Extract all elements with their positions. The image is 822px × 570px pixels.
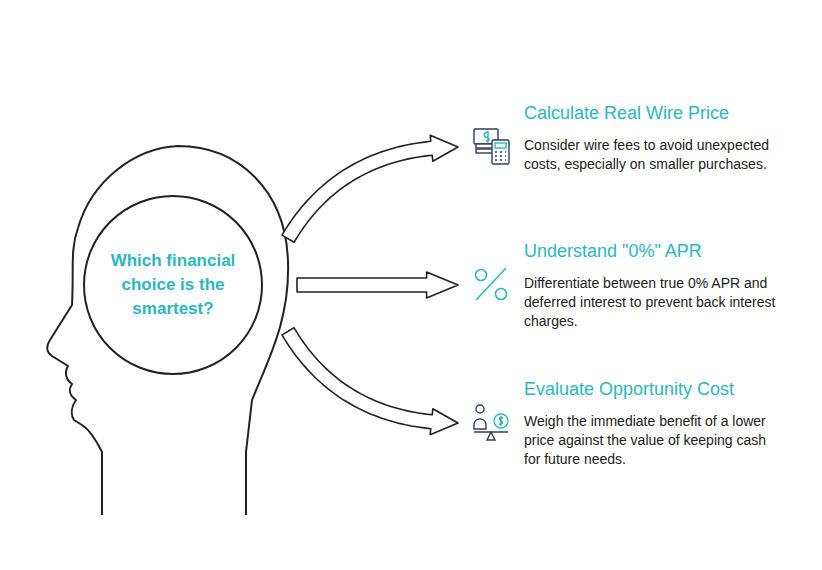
option-item: Understand "0%" APR Differentiate between… [458,240,808,331]
block-arrow [297,272,458,298]
question-text: Which financial choice is the smartest? [103,249,243,321]
percent-icon [476,268,507,300]
item-heading: Understand "0%" APR [524,240,808,262]
balance-icon [474,405,508,440]
question-circle: Which financial choice is the smartest? [83,195,263,375]
option-item: Calculate Real Wire PriceConsider wire f… [458,102,808,174]
item-heading: Calculate Real Wire Price [524,102,808,124]
block-arrow [282,328,458,435]
item-heading: Evaluate Opportunity Cost [524,378,808,400]
option-item: Evaluate Opportunity CostWeigh the immed… [458,378,808,469]
block-arrow [282,135,458,242]
head-outline [47,146,288,515]
item-description: Consider wire fees to avoid unexpected c… [524,136,782,174]
money-icon [474,129,509,164]
item-description: Differentiate between true 0% APR and de… [524,274,782,331]
item-description: Weigh the immediate benefit of a lower p… [524,412,782,469]
